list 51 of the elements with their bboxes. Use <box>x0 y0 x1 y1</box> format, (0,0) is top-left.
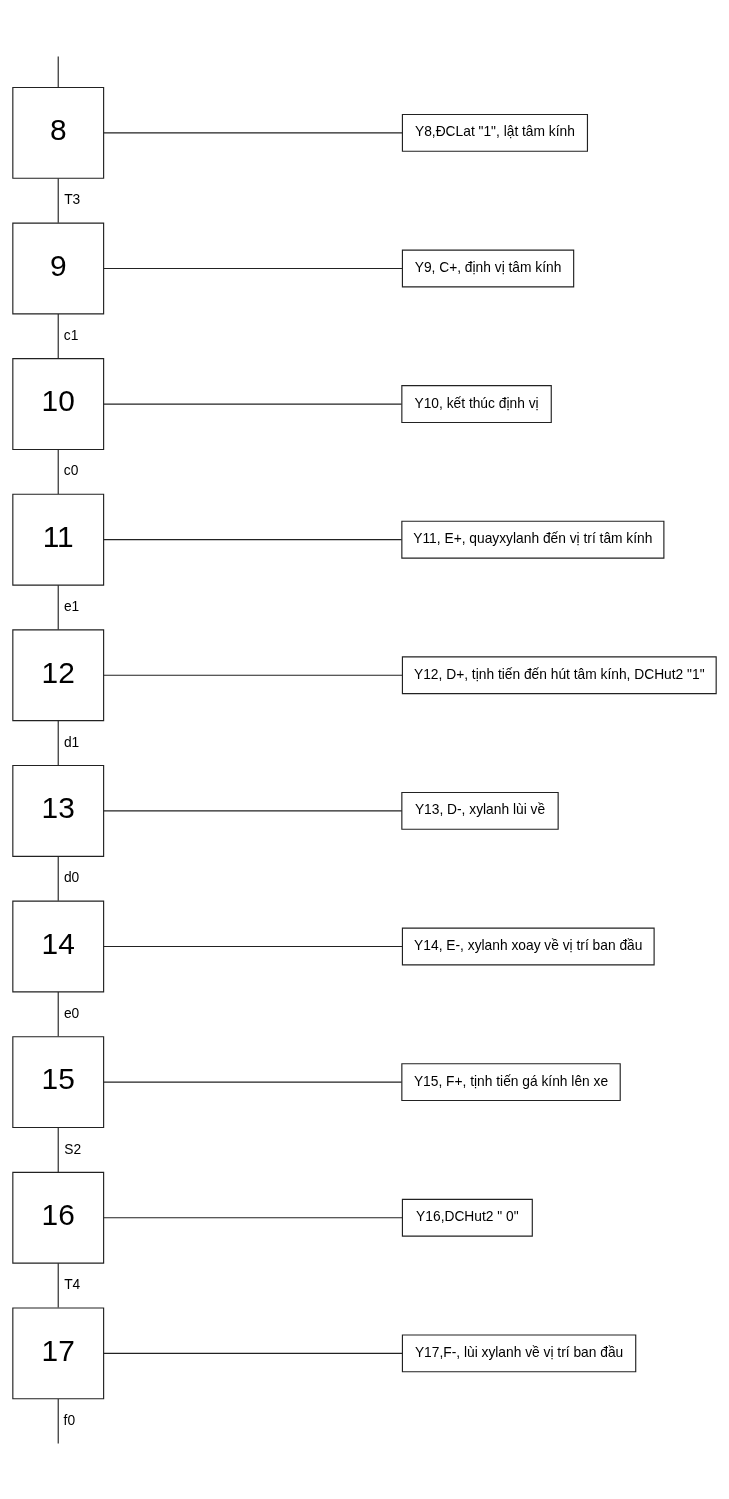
connector <box>57 448 59 494</box>
node-box: Y12, D+, tịnh tiến đến hút tâm kính, DCHut2 "1" <box>401 655 717 694</box>
edge-label: S2 <box>64 1141 82 1156</box>
node-box: Y14, E-, xylanh xoay về vị trí ban đầu <box>401 927 655 965</box>
node-box: Y11, E+, quayxylanh đến vị trí tâm kính <box>401 520 665 559</box>
edge-label: e0 <box>63 1005 80 1021</box>
connector <box>57 1397 59 1444</box>
edge-label: d0 <box>63 869 80 885</box>
node-box: 11 <box>12 493 105 586</box>
node-box: 12 <box>12 628 105 721</box>
connector <box>57 177 59 223</box>
connector <box>57 719 59 766</box>
connector <box>57 855 59 901</box>
edge-label: c0 <box>63 462 79 478</box>
connector <box>57 584 59 630</box>
connector <box>57 991 59 1037</box>
connector <box>57 55 59 88</box>
node-box: Y17,F-, lùi xylanh về vị trí ban đầu <box>401 1333 637 1372</box>
connector <box>103 674 403 676</box>
connector <box>103 538 403 540</box>
node-box: 9 <box>12 222 105 314</box>
node-box: 17 <box>12 1306 105 1399</box>
node-box: Y8,ĐCLat "1", lật tâm kính <box>401 113 589 152</box>
connector <box>57 312 59 359</box>
node-box: Y13, D-, xylanh lùi về <box>401 791 559 830</box>
connector <box>103 403 403 405</box>
connector <box>103 809 403 811</box>
node-box: 15 <box>12 1035 105 1128</box>
node-box: Y15, F+, tịnh tiến gá kính lên xe <box>401 1062 621 1101</box>
edge-label: c1 <box>63 327 79 343</box>
node-box: Y9, C+, định vị tâm kính <box>401 249 575 287</box>
edge-label: T3 <box>64 191 81 207</box>
node-box: 14 <box>12 900 105 992</box>
connector <box>103 131 403 133</box>
connector <box>57 1262 59 1308</box>
edge-label: e1 <box>63 598 80 614</box>
node-box: Y10, kết thúc định vị <box>401 384 552 423</box>
node-box: 13 <box>12 764 105 857</box>
node-box: 16 <box>12 1171 105 1264</box>
connector <box>57 1126 59 1173</box>
connector <box>103 1216 403 1218</box>
edge-label: d1 <box>63 734 80 750</box>
connector <box>103 945 403 947</box>
connector <box>103 1081 403 1083</box>
connector <box>103 1352 403 1354</box>
node-box: 10 <box>12 357 105 450</box>
node-box: 8 <box>12 86 105 179</box>
connector <box>103 267 403 269</box>
edge-label: T4 <box>64 1276 81 1292</box>
edge-label: f0 <box>63 1412 76 1428</box>
node-box: Y16,DCHut2 " 0" <box>401 1198 533 1237</box>
